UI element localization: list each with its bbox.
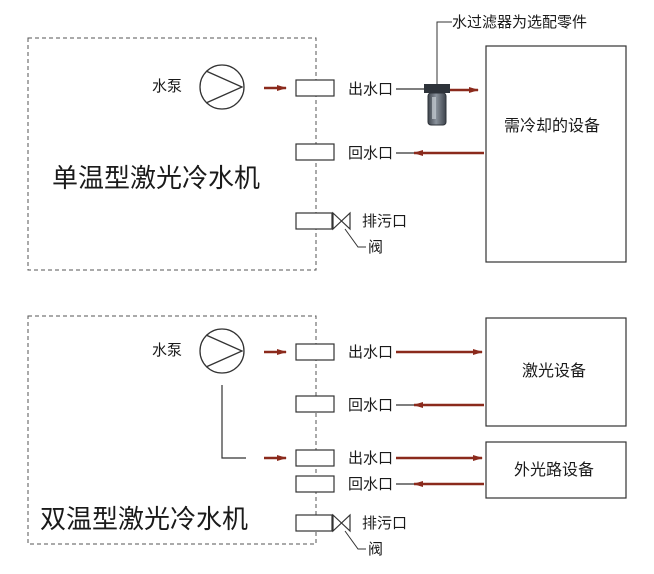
outlet2-label: 出水口 xyxy=(348,449,394,467)
return2-port xyxy=(295,475,335,493)
cooled-device-label: 需冷却的设备 xyxy=(504,116,601,135)
valve-icon-bottom xyxy=(332,513,351,533)
return2-label: 回水口 xyxy=(348,475,394,493)
valve-leader-line-bottom xyxy=(344,530,366,550)
optics-device-label: 外光路设备 xyxy=(514,460,595,479)
pump-icon xyxy=(199,64,245,110)
filter-icon xyxy=(424,84,450,126)
outlet1-port xyxy=(295,343,335,361)
dual-temp-chiller-outline xyxy=(27,315,317,545)
outlet2-port xyxy=(295,449,335,467)
optics-device-box xyxy=(485,441,627,499)
return-label: 回水口 xyxy=(348,144,394,162)
single-temp-chiller-outline xyxy=(27,37,317,271)
outlet1-label: 出水口 xyxy=(348,343,394,361)
pump-label: 水泵 xyxy=(152,77,183,95)
pump-branch-line xyxy=(221,385,246,459)
drain-label-bottom: 排污口 xyxy=(362,514,408,532)
pump-label-bottom: 水泵 xyxy=(152,341,183,359)
laser-device-box xyxy=(485,317,627,427)
outlet-label: 出水口 xyxy=(348,80,394,98)
pump-icon-bottom xyxy=(199,328,245,374)
filter-leader-line xyxy=(436,21,452,84)
single-temp-chiller-title: 单温型激光冷水机 xyxy=(52,164,261,194)
dual-temp-chiller-title: 双温型激光冷水机 xyxy=(40,505,249,535)
filter-label: 水过滤器为选配零件 xyxy=(452,13,588,31)
drain-port-bottom xyxy=(295,514,333,532)
return-port xyxy=(295,143,335,161)
valve-label: 阀 xyxy=(368,238,384,256)
valve-leader-line xyxy=(344,228,366,248)
valve-label-bottom: 阀 xyxy=(368,540,384,558)
cooled-device-box xyxy=(485,45,627,263)
outlet-port xyxy=(295,79,335,97)
drain-label: 排污口 xyxy=(362,212,408,230)
laser-device-label: 激光设备 xyxy=(522,361,587,380)
return1-port xyxy=(295,395,335,413)
return1-label: 回水口 xyxy=(348,396,394,414)
drain-port xyxy=(295,212,333,230)
valve-icon xyxy=(332,211,351,231)
